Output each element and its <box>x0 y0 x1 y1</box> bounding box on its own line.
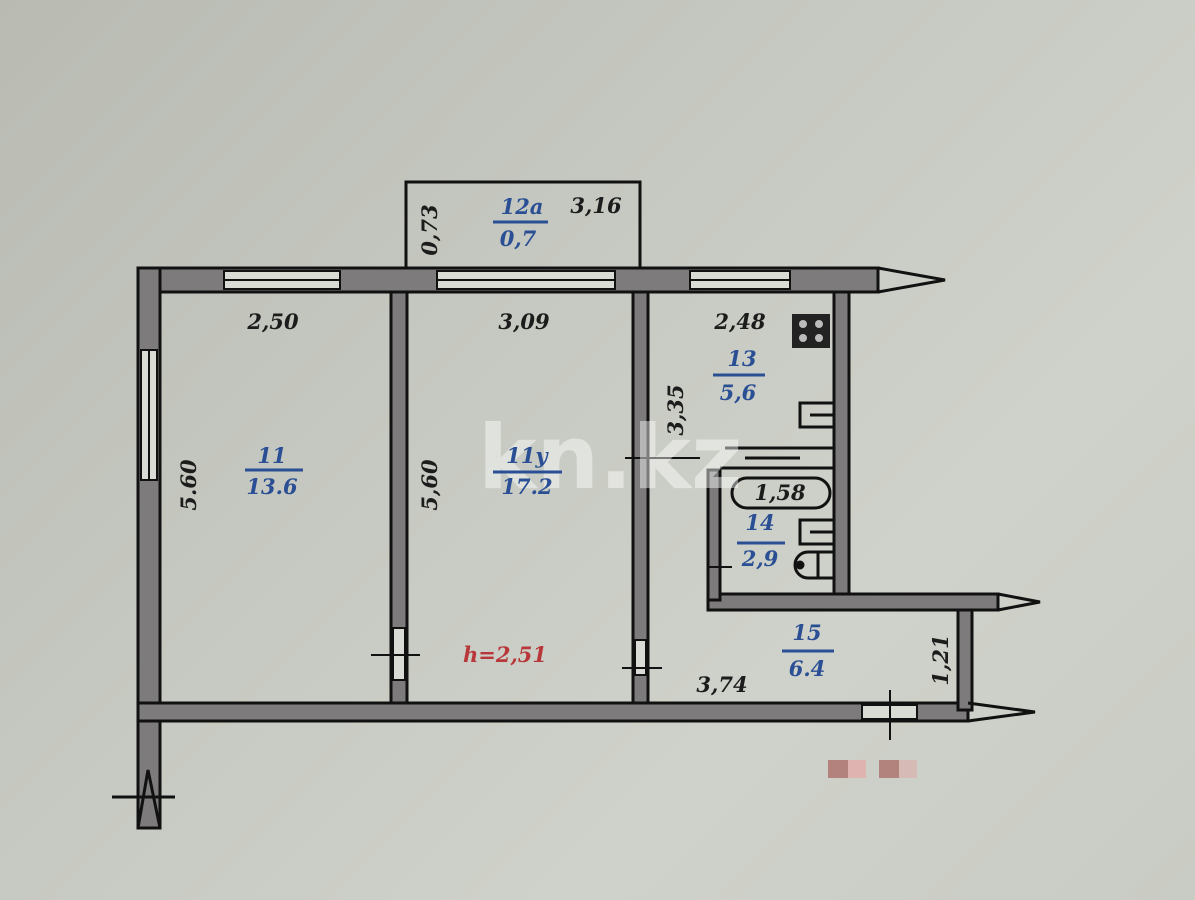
dim-kitchen-width: 2,48 <box>713 309 766 334</box>
svg-text:5,6: 5,6 <box>720 380 757 405</box>
dim-corridor-width: 3,74 <box>696 672 747 697</box>
bathtub-icon <box>720 446 834 510</box>
room-13-label: 13 5,6 <box>713 346 765 405</box>
room-12a-label: 12а 0,7 <box>493 194 548 251</box>
svg-text:11у: 11у <box>506 443 549 468</box>
dim-corridor-depth: 1,21 <box>928 634 953 685</box>
walls <box>136 266 1000 830</box>
dim-room11-length: 5.60 <box>176 459 201 511</box>
room-11-label: 11 13.6 <box>245 443 303 499</box>
watermark: kn.kz <box>478 406 742 509</box>
dim-room11u-length: 5,60 <box>417 459 442 511</box>
dim-room11u-width: 3,09 <box>498 309 550 334</box>
dim-balcony-depth: 0,73 <box>417 204 442 255</box>
dim-kitchen-length: 3,35 <box>663 384 688 435</box>
dim-bathtub-length: 1,58 <box>754 480 806 505</box>
doors <box>371 457 918 740</box>
toilet-icon <box>793 550 834 580</box>
svg-text:12а: 12а <box>501 194 544 219</box>
sink-icon <box>798 401 836 429</box>
svg-text:14: 14 <box>745 510 774 535</box>
room-14-label: 14 2,9 <box>737 510 785 571</box>
svg-text:15: 15 <box>792 620 821 645</box>
stove-icon <box>792 314 830 348</box>
svg-text:2,9: 2,9 <box>741 546 779 571</box>
svg-text:11: 11 <box>257 443 286 468</box>
room-11u-label: 11у 17.2 <box>493 443 562 499</box>
dim-room11-width: 2,50 <box>246 309 299 334</box>
break-lines <box>112 266 1041 829</box>
svg-text:6.4: 6.4 <box>789 656 826 681</box>
stamp-marks <box>828 760 917 778</box>
dim-balcony-width: 3,16 <box>570 193 622 218</box>
ceiling-height: h=2,51 <box>463 642 547 667</box>
svg-text:0,7: 0,7 <box>500 226 537 251</box>
washbasin-icon <box>798 518 836 546</box>
windows <box>140 270 791 481</box>
room-15-label: 15 6.4 <box>782 620 834 681</box>
svg-text:13: 13 <box>727 346 756 371</box>
svg-text:17.2: 17.2 <box>501 474 552 499</box>
svg-text:13.6: 13.6 <box>246 474 298 499</box>
